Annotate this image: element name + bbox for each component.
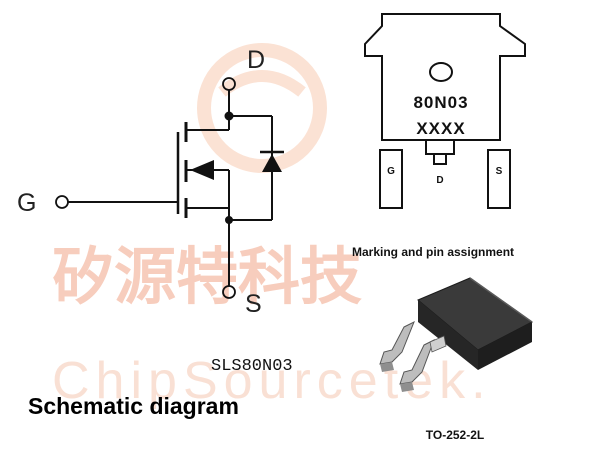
logo-circle-mark <box>197 43 327 173</box>
pin-label-drain: D <box>247 46 265 74</box>
lead-label-d: D <box>436 175 443 186</box>
body-diode-triangle <box>262 154 282 172</box>
pin1-marker-circle <box>429 62 453 82</box>
lead-label-g: G <box>387 166 395 177</box>
mosfet-symbol <box>55 77 284 299</box>
gate-terminal <box>55 195 69 209</box>
schematic-title: Schematic diagram <box>28 393 239 419</box>
package-marking-line1: 80N03 <box>413 93 468 112</box>
package-type-caption: TO-252-2L <box>426 428 484 442</box>
body-arrow-icon <box>190 160 214 180</box>
lead-s <box>487 149 511 209</box>
part-number-label: SLS80N03 <box>211 357 293 376</box>
lead-d-tip <box>433 153 447 165</box>
watermark-chinese-text: 矽源特科技 <box>52 240 362 313</box>
package-top-view <box>364 13 526 209</box>
lead-g <box>379 149 403 209</box>
lead-d-stub <box>425 139 455 155</box>
source-terminal <box>222 285 236 299</box>
marking-caption: Marking and pin assignment <box>352 245 514 259</box>
lead-label-s: S <box>496 166 503 177</box>
watermark: 矽源特科技 ChipSourcetek. <box>52 43 486 410</box>
pin-label-gate: G <box>17 189 36 217</box>
package-marking-line2: XXXX <box>416 119 465 138</box>
source-junction-dot <box>225 216 233 224</box>
pin-label-source: S <box>245 290 262 318</box>
package-3d-illustration <box>379 277 533 392</box>
